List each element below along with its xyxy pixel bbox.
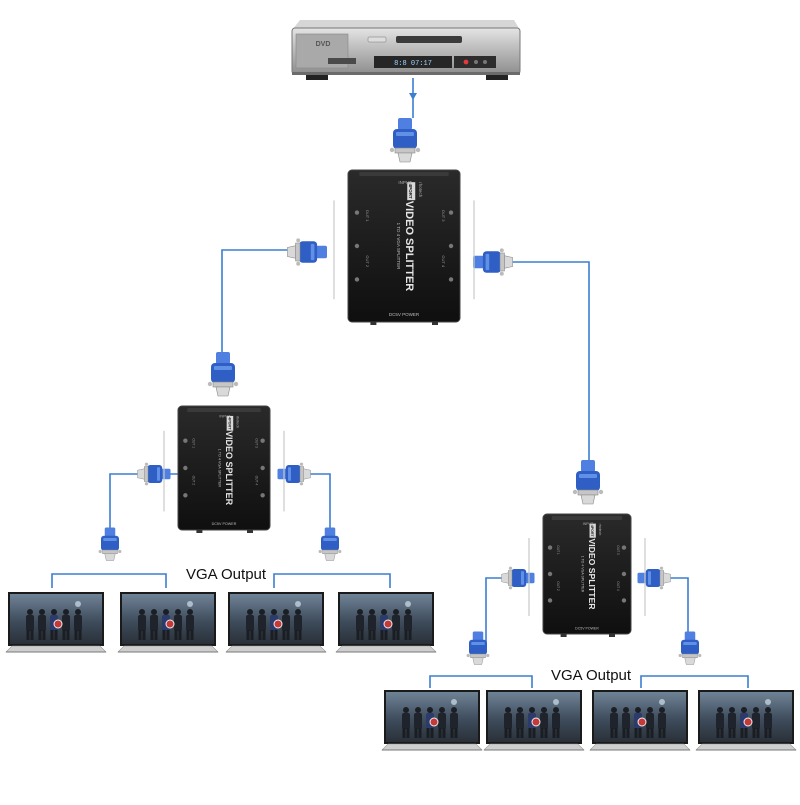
splitter-output-label: OUT 2 <box>192 476 196 486</box>
vga-connector-icon <box>277 462 311 486</box>
vga-cable <box>429 675 533 688</box>
vga-connector-icon <box>572 460 604 505</box>
dvd-display: 8:8 07:17 <box>394 60 432 68</box>
connector-layer <box>98 118 702 665</box>
vga-connector-icon <box>207 352 239 397</box>
monitor <box>695 690 797 751</box>
splitter-model-badge: 4PORT <box>408 184 413 199</box>
splitter-subtitle: 1 TO 4 VGA SPLITTER <box>396 223 401 271</box>
splitter-brand: rhotech <box>598 524 602 536</box>
splitter-output-label: OUT 4 <box>254 476 258 486</box>
shield-icon <box>637 717 647 727</box>
monitor <box>381 690 483 751</box>
splitter-output-label: OUT 2 <box>556 581 560 590</box>
vga-connector-icon <box>472 248 513 276</box>
vga-cable <box>485 577 522 642</box>
splitter-output-label: OUT 1 <box>365 210 370 222</box>
dvd-logo: DVD <box>316 41 331 48</box>
splitter-title: VIDEO SPLITTER <box>587 539 597 611</box>
vga-output-label-right: VGA Output <box>551 667 632 684</box>
splitter-subtitle: 1 TO 4 VGA SPLITTER <box>217 449 221 488</box>
splitter-subtitle: 1 TO 4 VGA SPLITTER <box>581 556 585 593</box>
splitter-power-label: DC5V POWER <box>575 626 599 630</box>
vga-connector-icon <box>466 631 490 665</box>
monitor-layer <box>5 592 797 751</box>
vga-connector-icon <box>389 118 421 163</box>
splitter-output-label: OUT 4 <box>616 581 620 590</box>
vga-connector-icon <box>98 527 122 561</box>
splitter-power-label: DC5V POWER <box>212 522 237 526</box>
dvd-player: DVD 8:8 07:17 <box>291 20 521 80</box>
splitter-title: VIDEO SPLITTER <box>224 431 234 506</box>
splitter-output-label: OUT 1 <box>192 438 196 448</box>
splitter-input-label: INPUT <box>583 522 594 526</box>
vga-cable <box>495 261 590 470</box>
splitter-brand: rhotech <box>236 416 240 428</box>
splitter-output-label: OUT 1 <box>556 545 560 554</box>
monitor <box>225 592 327 653</box>
vga-connector-icon <box>501 566 535 590</box>
splitter-output-label: OUT 4 <box>441 255 446 267</box>
shield-icon <box>429 717 439 727</box>
monitor <box>589 690 691 751</box>
splitter-title: VIDEO SPLITTER <box>403 201 415 292</box>
splitter-output-label: OUT 3 <box>441 210 446 222</box>
cable-arrow <box>409 93 417 100</box>
shield-icon <box>165 619 175 629</box>
shield-icon <box>383 619 393 629</box>
vga-output-label-left: VGA Output <box>186 566 267 583</box>
splitter-model-badge: 4PORT <box>590 525 594 538</box>
shield-icon <box>273 619 283 629</box>
monitor <box>335 592 437 653</box>
monitor <box>117 592 219 653</box>
vga-connector-icon <box>318 527 342 561</box>
monitor <box>5 592 107 653</box>
splitter-output-label: OUT 3 <box>616 545 620 554</box>
vga-cable <box>640 675 749 688</box>
splitter-model-badge: 4PORT <box>227 417 231 430</box>
vga-cable <box>273 573 391 588</box>
vga-connector-icon <box>137 462 171 486</box>
vga-connector-icon <box>637 566 671 590</box>
monitor <box>483 690 585 751</box>
shield-icon <box>743 717 753 727</box>
splitter-brand: rhotech <box>418 182 423 198</box>
shield-icon <box>531 717 541 727</box>
vga-cable <box>51 573 167 588</box>
vga-cable <box>221 249 322 362</box>
vga-cable <box>290 473 331 540</box>
splitter-output-label: OUT 3 <box>254 438 258 448</box>
shield-icon <box>53 619 63 629</box>
splitter-output-label: OUT 2 <box>365 255 370 267</box>
splitter-input-label: INPUT <box>219 415 231 419</box>
splitter-input-label: INPUT <box>398 180 412 185</box>
vga-connector-icon <box>287 238 328 266</box>
splitter-power-label: DC5V POWER <box>389 312 420 317</box>
vga-connector-icon <box>678 631 702 665</box>
